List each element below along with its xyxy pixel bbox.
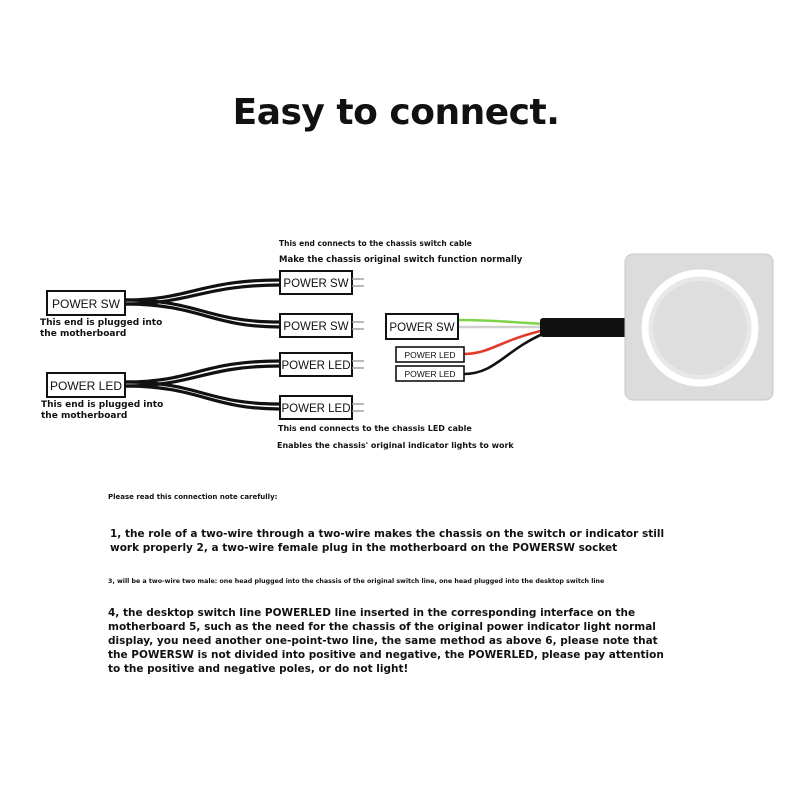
power-led-motherboard-connector [46,372,126,398]
sw-splitter-cable [123,278,282,329]
desktop-power-led-connector-2 [395,365,465,382]
note-paragraph-3: 4, the desktop switch line POWERLED line… [108,607,664,675]
power-led-chassis-connector-2 [279,395,364,420]
motherboard-led-caption-line2: the motherboard [41,411,128,421]
desktop-power-led-connector-1 [395,346,465,363]
motherboard-sw-caption-line1: This end is plugged into [40,318,163,328]
led-end-caption: This end connects to the chassis LED cab… [278,424,472,433]
desktop-power-sw-connector [385,313,459,340]
motherboard-power-led-label: POWER LED [50,379,122,393]
motherboard-led-caption: This end is plugged into the motherboard [41,400,163,422]
power-sw-chassis-connector-2 [279,313,364,338]
motherboard-power-sw-label: POWER SW [52,297,121,311]
led-splitter-cable [123,359,282,411]
switch-end-subcaption: Make the chassis original switch functio… [279,255,523,265]
power-led-chassis-connector-1 [279,352,364,377]
chassis-power-sw-label-1: POWER SW [283,278,348,290]
motherboard-sw-caption: This end is plugged into the motherboard [40,318,162,340]
motherboard-led-caption-line1: This end is plugged into [41,400,164,410]
desktop-power-button [624,253,774,401]
note-paragraph-1: 1, the role of a two-wire through a two-… [110,528,665,554]
switch-cable-wires [456,318,547,376]
desktop-power-led-label-1: POWER LED [404,350,455,360]
power-sw-motherboard-connector [46,290,126,316]
desktop-power-sw-label: POWER SW [389,322,454,334]
chassis-power-sw-label-2: POWER SW [283,321,348,333]
desktop-power-led-label-2: POWER LED [404,369,455,379]
notes-heading: Please read this connection note careful… [108,493,278,501]
switch-main-cable [540,318,632,337]
note-paragraph-2: 3, will be a two-wire two male: one head… [108,578,605,585]
chassis-power-led-label-2: POWER LED [281,403,350,415]
power-sw-chassis-connector-1 [279,270,364,295]
led-end-subcaption: Enables the chassis' original indicator … [277,441,514,450]
page-title: Easy to connect. [232,92,560,133]
chassis-power-led-label-1: POWER LED [281,360,350,372]
motherboard-sw-caption-line2: the motherboard [40,329,127,339]
switch-end-caption: This end connects to the chassis switch … [279,239,472,248]
